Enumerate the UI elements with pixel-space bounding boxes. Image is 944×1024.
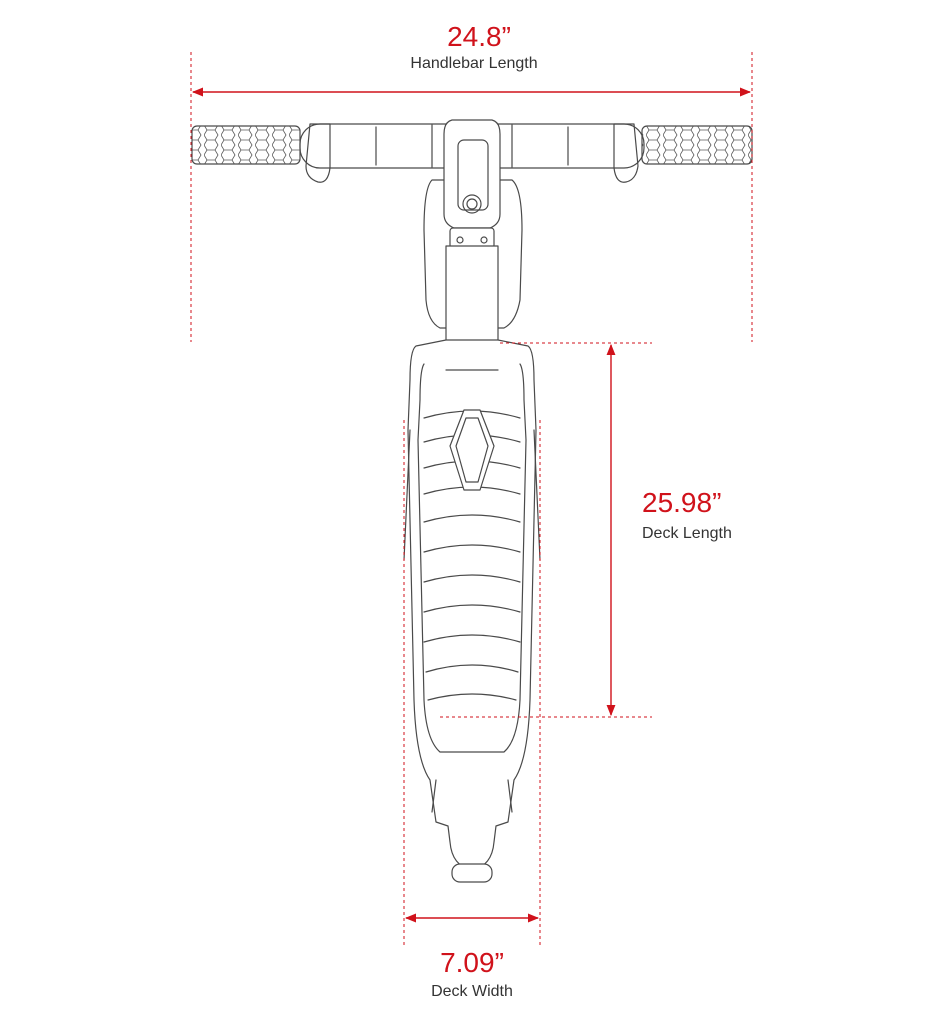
dimension-labels: 24.8” Handlebar Length 25.98” Deck Lengt… [410, 21, 731, 1000]
right-grip [641, 125, 753, 165]
handlebar [191, 123, 753, 183]
handlebar-length-label: Handlebar Length [410, 55, 537, 72]
scooter-drawing [191, 119, 753, 883]
deck [403, 339, 541, 883]
stem [423, 119, 523, 371]
left-grip [191, 125, 301, 165]
deck-width-value: 7.09” [440, 947, 504, 978]
deck-length-value: 25.98” [642, 487, 721, 518]
dimension-lines [190, 52, 753, 946]
handlebar-length-value: 24.8” [447, 21, 511, 52]
deck-width-label: Deck Width [431, 983, 513, 1000]
deck-length-label: Deck Length [642, 525, 732, 542]
